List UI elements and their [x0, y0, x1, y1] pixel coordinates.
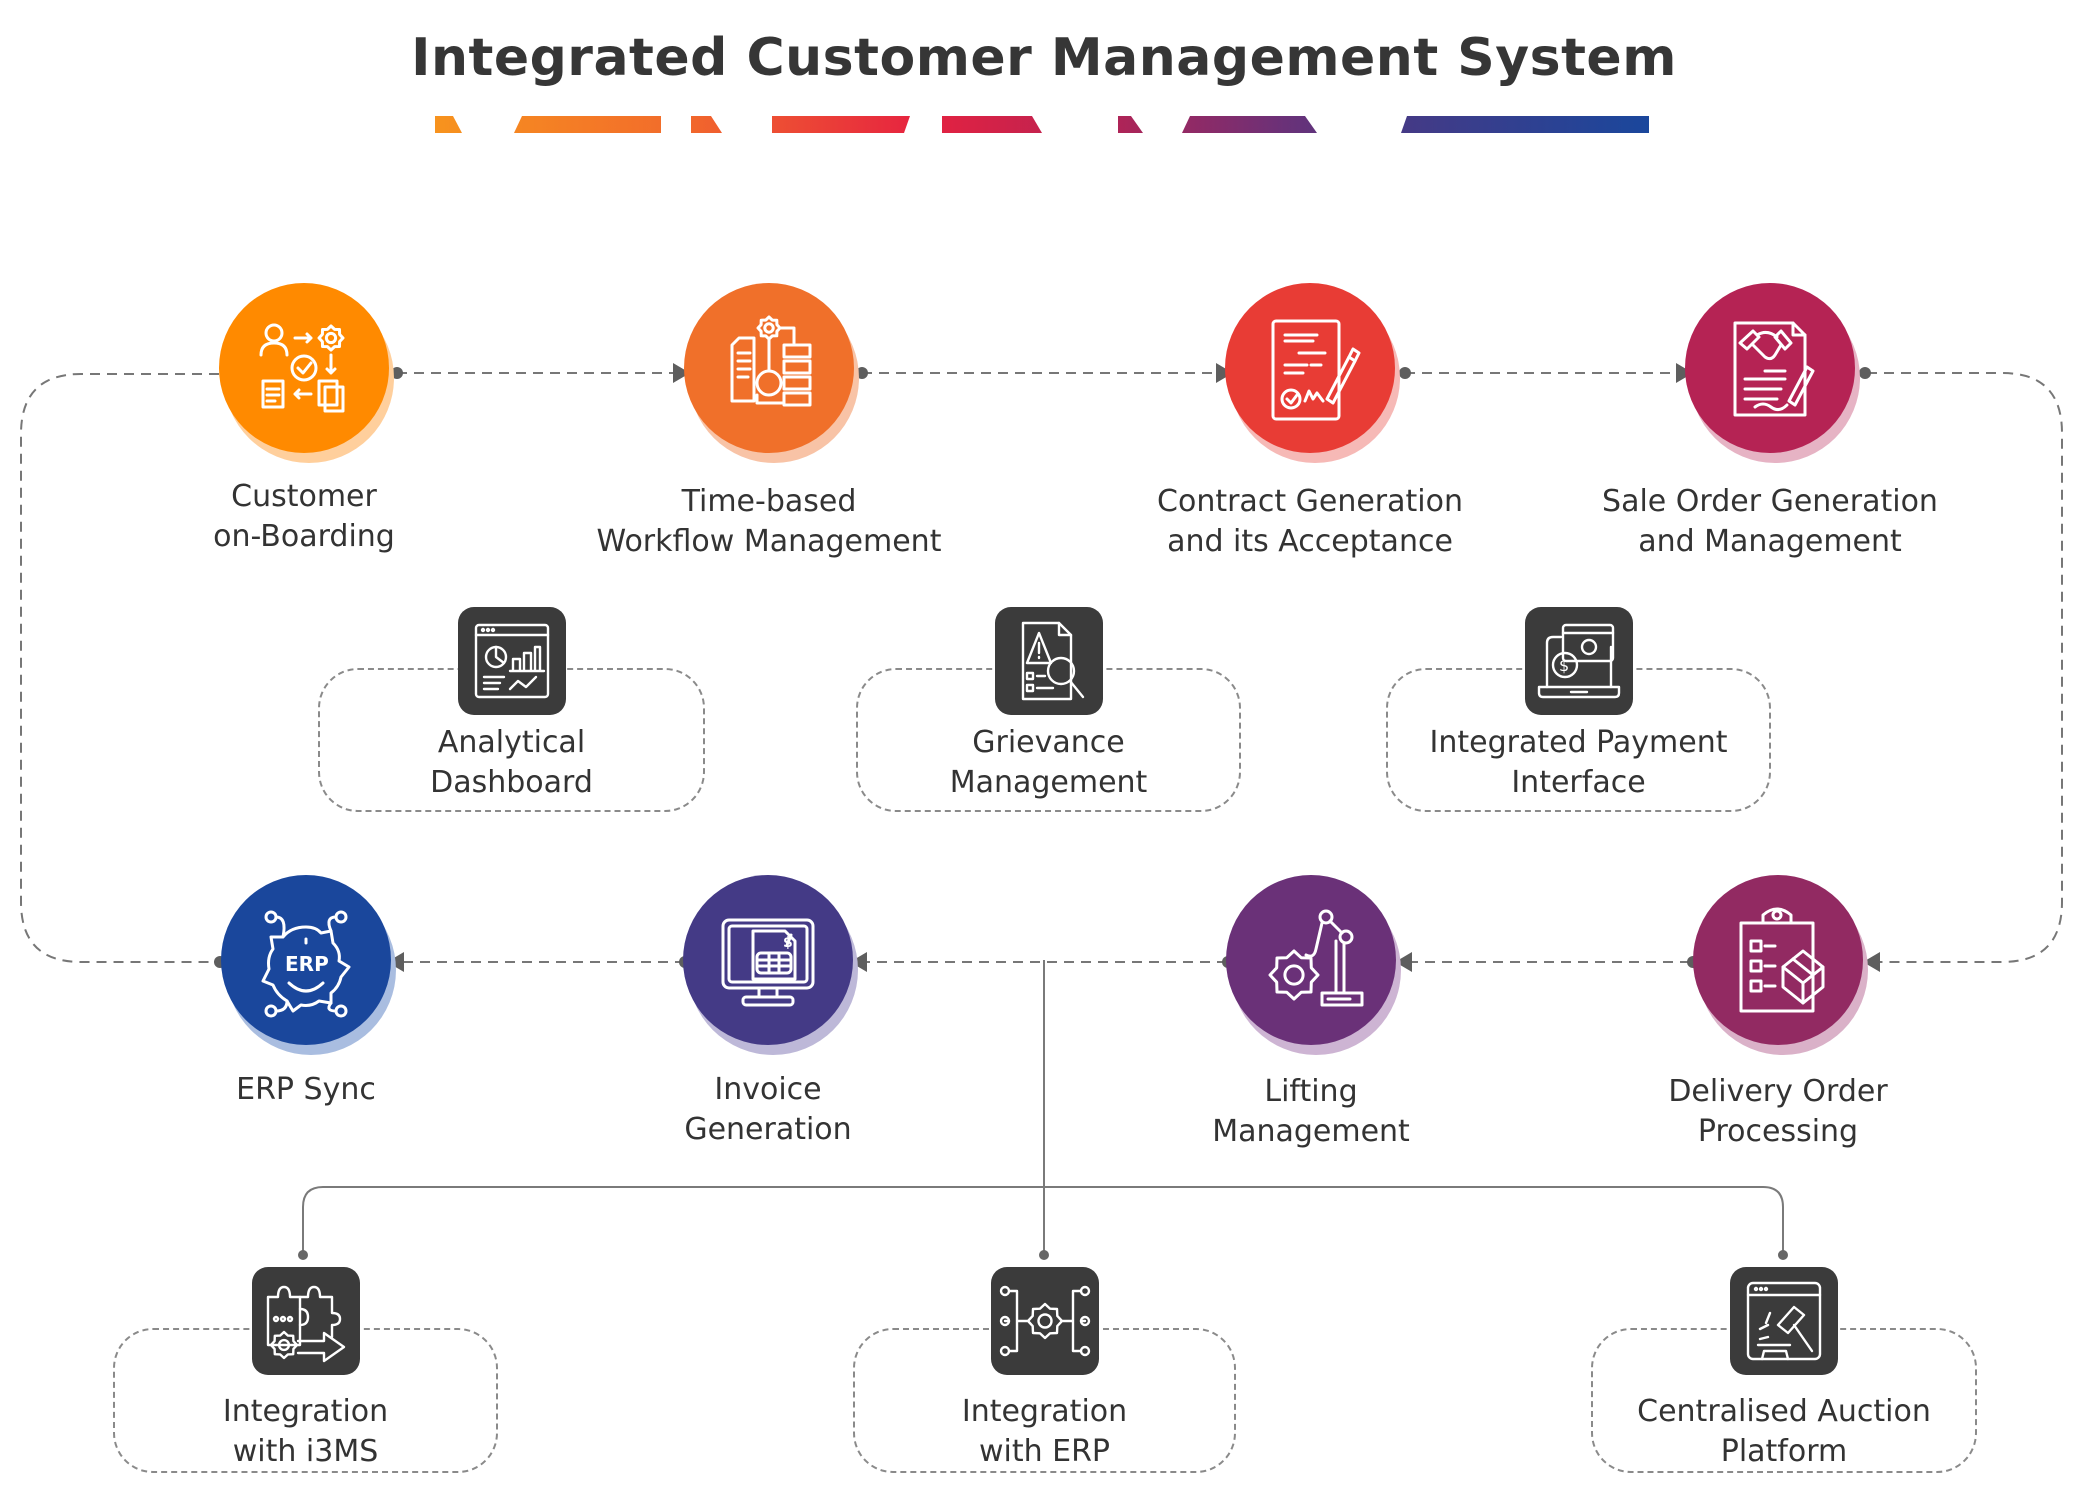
onboarding-flow-icon: [259, 323, 345, 413]
label-line: Interface: [1511, 765, 1646, 800]
label-line: Management: [1212, 1114, 1410, 1149]
svg-text:ERP: ERP: [285, 952, 329, 976]
arrowhead-right: [1216, 363, 1233, 383]
node-erp-sync[interactable]: ERP: [221, 875, 391, 1045]
connector-dots: [298, 1250, 1788, 1260]
connector-dot: [1039, 1250, 1049, 1260]
arrowhead-right: [1676, 363, 1693, 383]
handshake-document-icon: [1733, 321, 1815, 417]
underline-segment: [691, 116, 722, 133]
box-label: Integration with ERP: [962, 1392, 1127, 1472]
label-line: on-Boarding: [213, 519, 395, 554]
underline-segment: [942, 116, 1042, 133]
underline-segment: [772, 116, 910, 133]
monitor-invoice-icon: $: [721, 918, 815, 1007]
laptop-payment-icon: $: [1524, 607, 1633, 715]
puzzle-gear-arrow-icon: [251, 1267, 360, 1375]
svg-text:$: $: [1559, 656, 1569, 675]
label-line: Delivery Order: [1668, 1074, 1888, 1109]
node-sale-order-generation[interactable]: [1685, 283, 1855, 453]
page-title: Integrated Customer Management System: [411, 28, 1677, 88]
integration-connector: [302, 960, 1784, 1255]
label-line: Lifting: [1264, 1074, 1358, 1109]
auction-gavel-screen-icon: [1730, 1267, 1838, 1375]
underline-segment: [1401, 116, 1649, 133]
node-label: Customer on-Boarding: [213, 477, 395, 557]
process-flow-lines: [20, 372, 2063, 963]
label-line: Centralised Auction: [1637, 1394, 1931, 1429]
box-label: Integration with i3MS: [223, 1392, 388, 1472]
bus-horizontal: [302, 1186, 1784, 1255]
flow-line-loop-left: [20, 373, 219, 963]
node-lifting-management[interactable]: [1226, 875, 1396, 1045]
node-delivery-order-processing[interactable]: [1693, 875, 1863, 1045]
node-label: Contract Generation and its Acceptance: [1157, 482, 1463, 562]
warning-document-search-icon: [994, 607, 1103, 715]
label-line: and its Acceptance: [1167, 524, 1453, 559]
node-customer-onboarding[interactable]: [219, 283, 389, 453]
label-line: Integration: [222, 1394, 389, 1429]
label-line: Integrated Payment: [1429, 725, 1728, 760]
title-underline: [435, 116, 1649, 133]
flow-dot: [856, 367, 868, 379]
connector-dot: [1778, 1250, 1788, 1260]
label-line: and Management: [1638, 524, 1902, 559]
label-line: Generation: [684, 1112, 852, 1147]
flow-dot: [391, 367, 403, 379]
label-line: Customer: [231, 479, 377, 514]
svg-text:$: $: [783, 935, 793, 951]
node-time-based-workflow[interactable]: [684, 283, 854, 453]
dashboard-charts-icon: [457, 607, 566, 715]
label-line: Management: [949, 765, 1148, 800]
underline-segment: [1118, 116, 1143, 133]
signed-contract-icon: [1271, 319, 1361, 421]
label-line: Processing: [1697, 1114, 1859, 1149]
flow-line-loop-right: [1867, 372, 2063, 963]
label-line: Time-based: [681, 484, 857, 519]
workflow-chart-icon: [730, 315, 812, 407]
arrowhead-right: [673, 363, 690, 383]
label-line: Platform: [1720, 1434, 1848, 1469]
arrowhead-left: [1863, 952, 1880, 972]
underline-segment: [514, 116, 661, 133]
flow-dot: [1859, 367, 1871, 379]
label-line: Integration: [961, 1394, 1128, 1429]
gear-circuit-icon: [990, 1267, 1099, 1375]
label-line: Workflow Management: [596, 524, 942, 559]
flow-dot: [1399, 367, 1411, 379]
node-contract-generation[interactable]: [1225, 283, 1395, 453]
underline-segment: [435, 116, 462, 133]
node-label: ERP Sync: [236, 1070, 376, 1110]
clipboard-package-icon: [1739, 907, 1825, 1013]
underline-segment: [1182, 116, 1317, 133]
arrowhead-left: [1395, 952, 1412, 972]
node-invoice-generation[interactable]: $: [683, 875, 853, 1045]
label-line: Contract Generation: [1157, 484, 1463, 519]
robotic-arm-gear-icon: [1268, 909, 1364, 1007]
node-label: Sale Order Generation and Management: [1602, 482, 1938, 562]
connector-dot: [298, 1250, 308, 1260]
label-line: with i3MS: [232, 1434, 379, 1469]
erp-gear-icon: ERP: [261, 910, 351, 1018]
label-line: Grievance: [972, 725, 1125, 760]
label-line: Dashboard: [430, 765, 593, 800]
label-line: with ERP: [978, 1434, 1111, 1469]
label-line: ERP Sync: [236, 1072, 376, 1107]
label-line: Invoice: [714, 1072, 822, 1107]
label-line: Analytical: [437, 725, 586, 760]
label-line: Sale Order Generation: [1602, 484, 1938, 519]
arrowhead-left: [850, 952, 867, 972]
